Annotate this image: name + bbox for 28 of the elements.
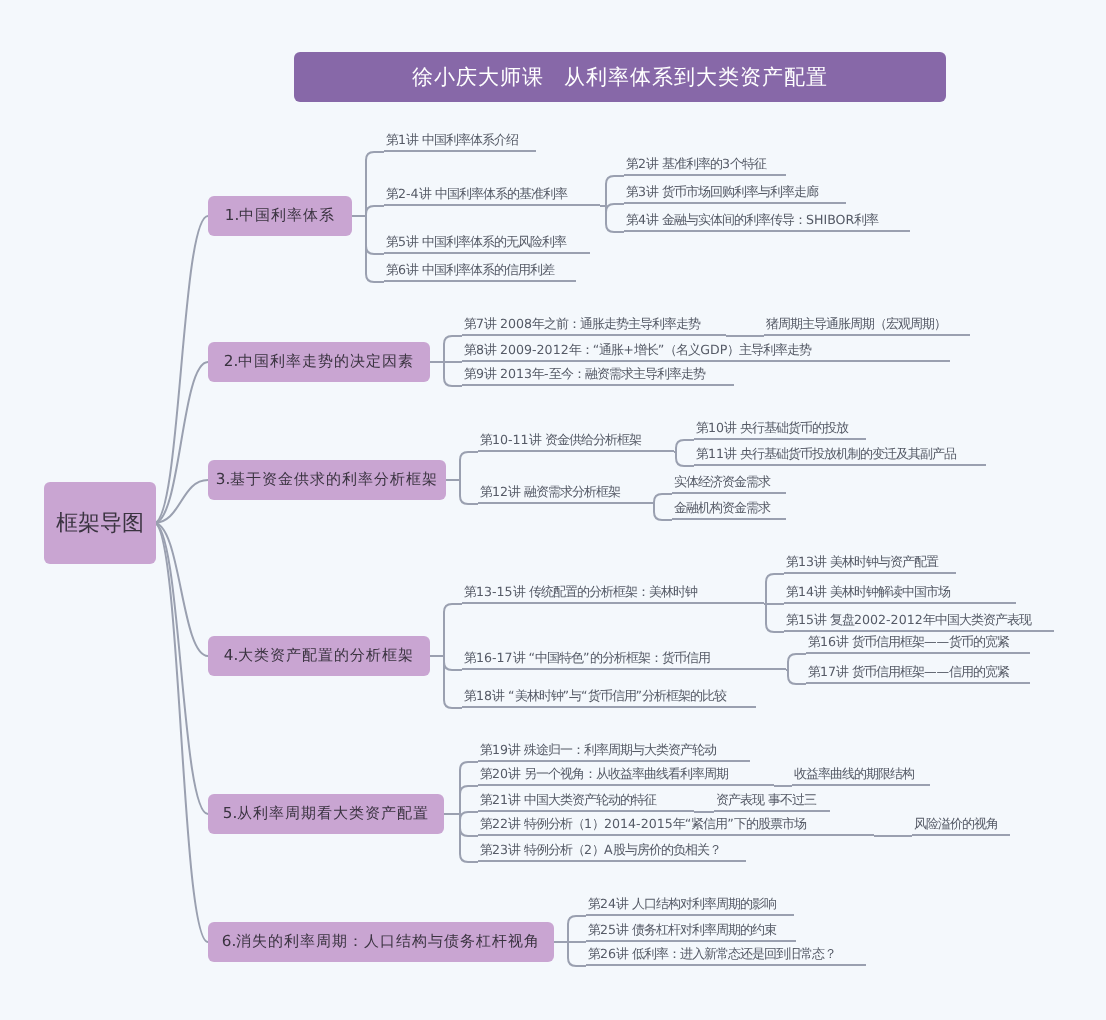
title-banner: 徐小庆大师课 从利率体系到大类资产配置 (294, 52, 946, 102)
connector-line (153, 361, 209, 524)
connector-line (873, 835, 913, 837)
connector-line (153, 522, 209, 943)
connector-line (763, 573, 785, 605)
connector-line (673, 451, 695, 467)
connector-line (599, 205, 625, 233)
connector-line (553, 941, 587, 967)
connector-line (725, 335, 765, 337)
connector-line (153, 215, 209, 524)
connector-line (773, 785, 793, 787)
connector-line (785, 669, 807, 685)
connector-line (763, 603, 785, 633)
connector-line (153, 479, 209, 524)
connector-line (785, 653, 807, 671)
connector-line (653, 493, 673, 505)
central-topic-box: 框架导图 (44, 482, 156, 564)
connector-line (445, 479, 479, 505)
connector-line (653, 503, 673, 521)
connector-line (673, 439, 695, 453)
connector-line (443, 813, 479, 863)
connector-line (429, 361, 463, 387)
connector-line (153, 522, 209, 815)
connector-line (763, 603, 785, 605)
connector-line (693, 811, 715, 813)
connector-line (599, 175, 625, 207)
connector-line (429, 655, 463, 709)
connector-line (153, 522, 209, 657)
